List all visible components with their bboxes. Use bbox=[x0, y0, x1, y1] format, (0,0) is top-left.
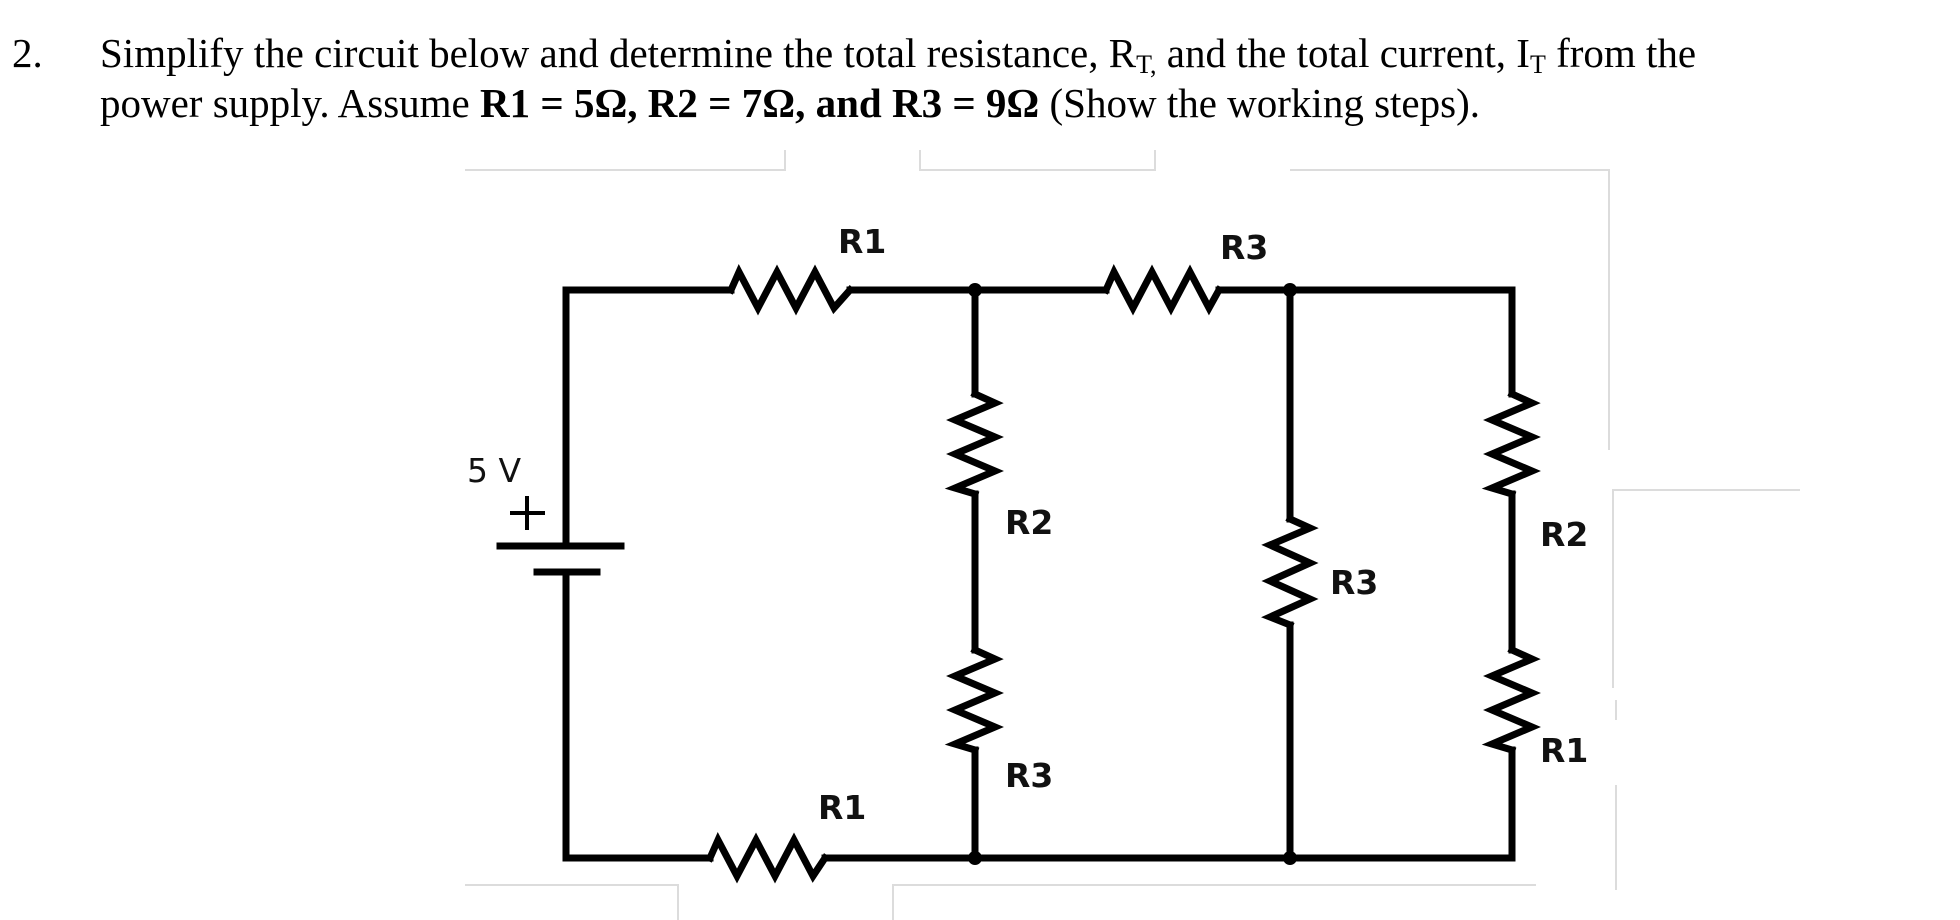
subscript-t: T, bbox=[1136, 50, 1157, 79]
label-mid-r3: R3 bbox=[1005, 756, 1053, 795]
label-mid-r2: R2 bbox=[1005, 503, 1053, 542]
wire-left-bottom bbox=[562, 568, 714, 862]
resistor-mid-r2 bbox=[944, 389, 1004, 499]
subscript-t: T bbox=[1529, 50, 1546, 79]
question-line-1: Simplify the circuit below and determine… bbox=[100, 30, 1697, 79]
plus-icon bbox=[510, 496, 545, 530]
resistor-mid-r3 bbox=[944, 645, 1004, 755]
resistor-top-r3 bbox=[1101, 263, 1224, 316]
label-bottom-r1: R1 bbox=[818, 788, 866, 827]
resistor-top-r1 bbox=[726, 263, 855, 316]
label-outer-r2: R2 bbox=[1540, 515, 1588, 554]
question-number: 2. bbox=[12, 30, 43, 76]
wire-left-top bbox=[562, 286, 735, 550]
resistor-outer-r1 bbox=[1481, 645, 1541, 755]
junction-dot bbox=[1283, 283, 1297, 297]
wire-top-2 bbox=[1215, 286, 1516, 398]
resistor-bottom-r1 bbox=[705, 831, 830, 884]
label-top-r3: R3 bbox=[1220, 228, 1268, 267]
question-line-2: power supply. Assume R1 = 5Ω, R2 = 7Ω, a… bbox=[100, 80, 1480, 126]
background-frame-lines bbox=[465, 150, 1800, 920]
voltage-label: 5 V bbox=[467, 451, 521, 490]
label-outer-r1: R1 bbox=[1540, 731, 1588, 770]
junction-dot bbox=[968, 851, 982, 865]
wire-outer-2 bbox=[821, 746, 1516, 862]
label-top-r1: R1 bbox=[838, 222, 886, 261]
resistor-inner-r3 bbox=[1261, 514, 1319, 630]
label-inner-r3: R3 bbox=[1330, 563, 1378, 602]
resistor-values: R1 = 5Ω, R2 = 7Ω, and R3 = 9Ω bbox=[480, 80, 1040, 126]
resistor-outer-r2 bbox=[1481, 389, 1541, 499]
junction-dot bbox=[968, 283, 982, 297]
junction-dot bbox=[1283, 851, 1297, 865]
